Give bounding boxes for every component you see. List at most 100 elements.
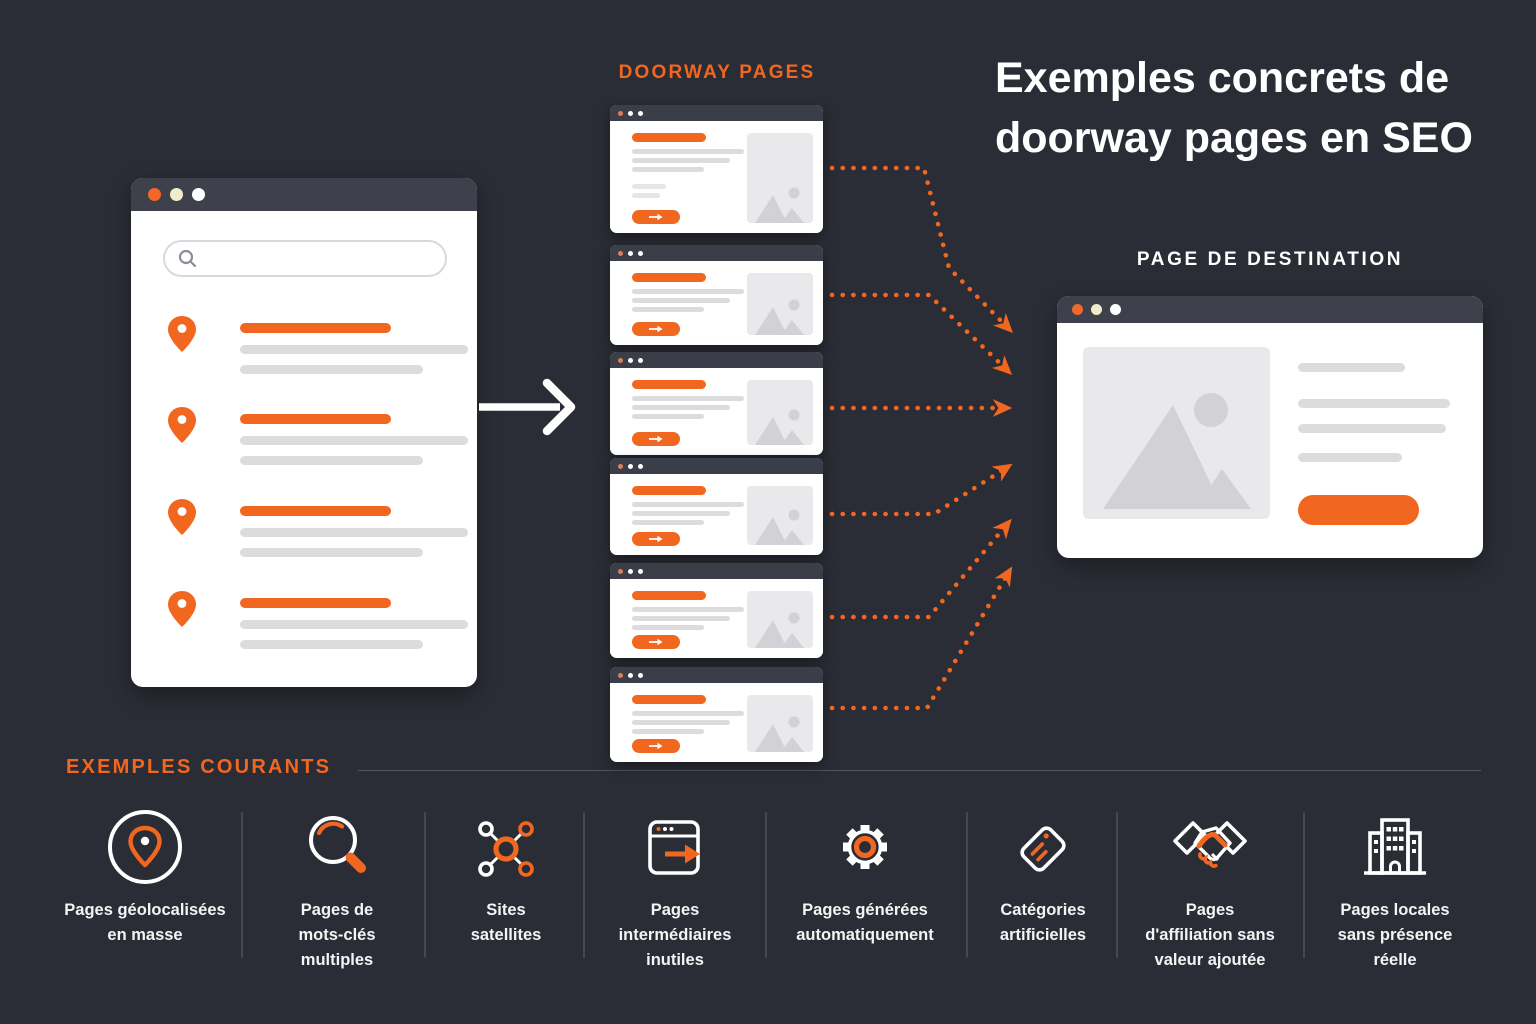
map-pin-icon [168, 591, 196, 627]
common-examples-label: EXEMPLES COURANTS [66, 756, 332, 778]
image-placeholder-icon [755, 509, 804, 545]
card-cta-button [632, 210, 680, 224]
card-text-line [632, 167, 704, 172]
window-dot-orange [618, 250, 623, 256]
arrow-right-icon [649, 325, 663, 333]
window-dot-white [638, 250, 643, 256]
window-dot-cream [1091, 304, 1102, 315]
card-headline-bar [632, 380, 706, 389]
example-label: Pages de mots-clés multiples [298, 901, 376, 969]
destination-text-line [1298, 453, 1402, 462]
card-cta-button [632, 739, 680, 753]
doorway-card-body [610, 579, 823, 658]
image-placeholder-icon [755, 612, 804, 648]
example-artificial-categories: Catégories artificielles [948, 805, 1138, 948]
result-text-line [240, 436, 468, 445]
window-dot-orange [618, 568, 623, 574]
result-row [163, 498, 468, 558]
window-dot-white [628, 672, 633, 678]
result-text-line [240, 620, 468, 629]
handshake-icon [1168, 805, 1252, 889]
window-dot-orange [618, 110, 623, 116]
destination-text-line [1298, 399, 1450, 408]
example-label: Sites satellites [470, 901, 542, 944]
doorway-card-body [610, 121, 823, 233]
card-image-placeholder [747, 695, 813, 752]
doorway-card-body [610, 474, 823, 555]
card-image-placeholder [747, 133, 813, 223]
card-cta-button [632, 635, 680, 649]
window-dot-white [628, 250, 633, 256]
card-headline-bar [632, 273, 706, 282]
card-text-line [632, 405, 730, 410]
card-text-line [632, 396, 744, 401]
card-text-line [632, 625, 704, 630]
page-title: Exemples concrets de doorway pages en SE… [995, 54, 1473, 162]
window-dot-orange [618, 463, 623, 469]
result-row [163, 590, 468, 650]
card-text-line [632, 184, 666, 189]
arrow-right-icon [649, 213, 663, 221]
card-text-line [632, 414, 704, 419]
arrow-right-icon [649, 742, 663, 750]
map-pin-icon [168, 407, 196, 443]
card-text-line [632, 307, 704, 312]
example-keyword-pages: Pages de mots-clés multiples [242, 805, 432, 973]
card-headline-bar [632, 695, 706, 704]
doorway-cards-column [610, 105, 823, 765]
column-divider [424, 812, 426, 958]
arrow-right-icon [649, 638, 663, 646]
card-text-line [632, 520, 704, 525]
doorway-card [610, 105, 823, 233]
window-dot-white [628, 568, 633, 574]
example-label: Pages locales sans présence réelle [1337, 901, 1453, 969]
example-satellite-sites: Sites satellites [411, 805, 601, 948]
result-text-line [240, 548, 423, 557]
card-text-line [632, 298, 730, 303]
result-text-line [240, 345, 468, 354]
example-label: Pages d'affiliation sans valeur ajoutée [1145, 901, 1275, 969]
result-text-line [240, 365, 423, 374]
example-auto-generated-pages: Pages générées automatiquement [770, 805, 960, 948]
window-dot-orange [618, 357, 623, 363]
card-image-placeholder [747, 486, 813, 545]
source-window-titlebar [131, 178, 477, 211]
map-pin-icon [168, 499, 196, 535]
result-text-line [240, 456, 423, 465]
result-title-bar [240, 323, 391, 333]
result-row [163, 406, 468, 466]
example-affiliate-pages: Pages d'affiliation sans valeur ajoutée [1115, 805, 1305, 973]
card-image-placeholder [747, 591, 813, 648]
satellite-network-icon [464, 805, 548, 889]
doorway-card-titlebar [610, 105, 823, 121]
doorway-card-body [610, 368, 823, 455]
card-text-line [632, 729, 704, 734]
window-dot-cream [170, 188, 183, 201]
card-text-line [632, 158, 730, 163]
card-cta-button [632, 532, 680, 546]
card-text-line [632, 711, 744, 716]
auto-generation-gear-icon [823, 805, 907, 889]
destination-image-placeholder [1083, 347, 1270, 519]
search-icon [178, 249, 197, 268]
window-dot-white [628, 110, 633, 116]
card-text-line [632, 193, 660, 198]
image-placeholder-icon [755, 716, 804, 752]
doorway-card [610, 352, 823, 455]
image-placeholder-icon [755, 299, 804, 335]
destination-window [1057, 296, 1483, 558]
image-placeholder-icon [755, 409, 804, 445]
window-dot-white [638, 672, 643, 678]
example-label: Pages intermédiaires inutiles [618, 901, 732, 969]
arrow-right-icon [649, 535, 663, 543]
window-dot-white [628, 463, 633, 469]
example-label: Pages générées automatiquement [796, 901, 934, 944]
flow-arrow-icon [479, 378, 576, 436]
geo-pin-circle-icon [103, 805, 187, 889]
card-cta-button [632, 432, 680, 446]
redirect-browser-icon [633, 805, 717, 889]
map-pin-icon [168, 316, 196, 352]
example-local-pages: Pages locales sans présence réelle [1300, 805, 1490, 973]
example-geo-pages: Pages géolocalisées en masse [50, 805, 240, 948]
doorway-card-titlebar [610, 667, 823, 683]
